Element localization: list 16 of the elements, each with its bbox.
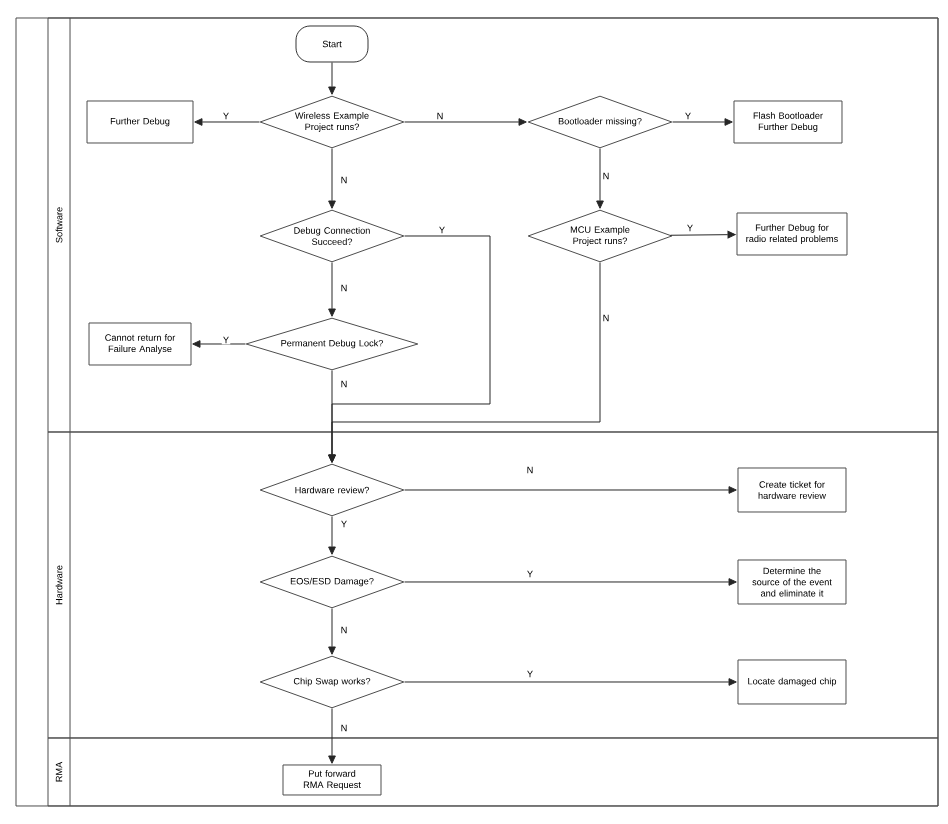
arrow: [670, 230, 736, 239]
arrow: [192, 340, 246, 348]
arrow: [328, 148, 336, 209]
arrow: [328, 62, 336, 95]
arrow: [328, 262, 336, 317]
arrow: [404, 118, 527, 126]
arrow: [596, 148, 604, 209]
arrow: [672, 118, 733, 126]
arrow: [404, 578, 737, 586]
arrow: [404, 678, 737, 686]
arrow: [194, 118, 260, 126]
arrow: [404, 486, 737, 494]
arrow: [328, 708, 336, 764]
arrow: [328, 516, 336, 555]
arrow: [328, 608, 336, 655]
arrow: [328, 370, 336, 463]
